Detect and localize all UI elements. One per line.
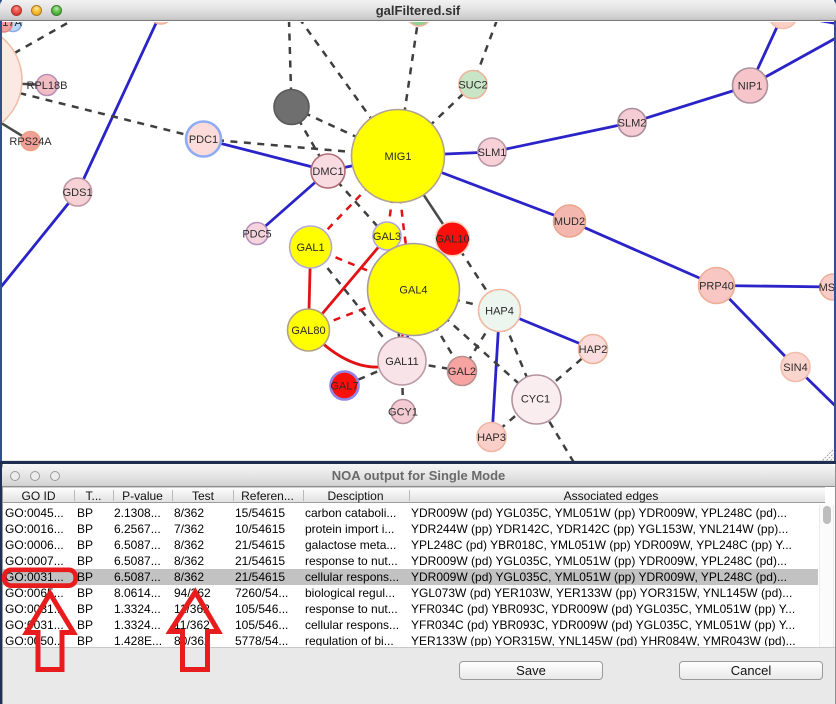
svg-text:MUD2: MUD2 [554, 216, 585, 228]
svg-text:MIG1: MIG1 [385, 151, 412, 163]
svg-text:DMC1: DMC1 [312, 166, 343, 178]
svg-text:GAL2: GAL2 [448, 366, 476, 378]
svg-text:PRP40: PRP40 [699, 281, 734, 293]
svg-text:MSL1: MSL1 [819, 282, 836, 294]
svg-text:CYC1: CYC1 [521, 394, 550, 406]
svg-text:GAL1: GAL1 [297, 242, 325, 254]
svg-text:HAP2: HAP2 [579, 344, 608, 356]
svg-text:NIP1: NIP1 [738, 81, 762, 93]
svg-text:PDC5: PDC5 [242, 229, 271, 241]
svg-text:GAL7: GAL7 [330, 381, 358, 393]
svg-text:SLM2: SLM2 [618, 118, 647, 130]
svg-text:SIN4: SIN4 [783, 362, 807, 374]
svg-text:RPL18B: RPL18B [27, 80, 68, 92]
svg-text:GAL10: GAL10 [435, 234, 469, 246]
svg-text:SUC2: SUC2 [458, 80, 487, 92]
svg-text:GCY1: GCY1 [388, 407, 418, 419]
svg-text:HAP4: HAP4 [485, 306, 514, 318]
svg-text:GDS1: GDS1 [63, 187, 93, 199]
svg-text:SLM1: SLM1 [478, 147, 507, 159]
svg-text:PDC1: PDC1 [189, 134, 218, 146]
svg-text:GAL3: GAL3 [373, 231, 401, 243]
svg-text:GAL4: GAL4 [399, 285, 427, 297]
svg-text:GAL11: GAL11 [385, 356, 418, 368]
svg-text:RPS24A: RPS24A [9, 136, 52, 148]
svg-text:GAL80: GAL80 [291, 325, 325, 337]
svg-text:17A: 17A [2, 22, 22, 29]
svg-text:HAP3: HAP3 [477, 432, 506, 444]
